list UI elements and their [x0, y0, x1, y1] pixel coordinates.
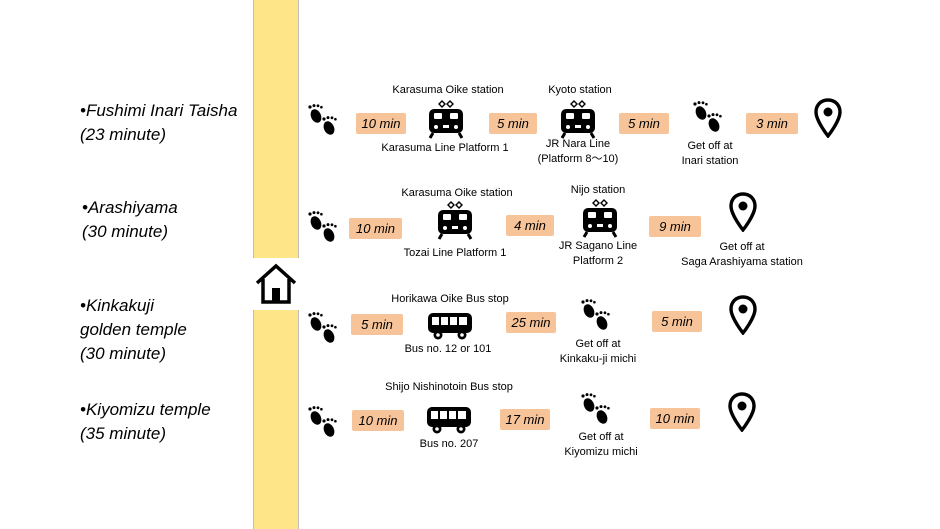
map-pin-icon: [814, 98, 842, 138]
home-marker: [250, 258, 302, 310]
destination-name: •Fushimi Inari Taisha: [80, 101, 238, 120]
destination-fushimi-inari: •Fushimi Inari Taisha (23 minute): [80, 99, 237, 147]
station-label: Karasuma Oike station: [401, 187, 513, 199]
footprints-icon: [305, 210, 341, 246]
platform-label: JR Nara Line: [545, 138, 611, 150]
map-pin-icon: [729, 295, 757, 335]
getoff-label: Get off at: [719, 241, 765, 253]
train-icon: [435, 201, 475, 241]
station-label: Nijo station: [570, 184, 626, 196]
bus-number-label: Bus no. 207: [419, 438, 479, 450]
duration-pill: 10 min: [352, 410, 404, 431]
platform-label: Tozai Line Platform 1: [403, 247, 507, 259]
station-label: Karasuma Oike station: [392, 84, 504, 96]
duration-pill: 17 min: [500, 409, 550, 430]
bus-stop-label: Shijo Nishinotoin Bus stop: [385, 381, 513, 393]
duration-pill: 5 min: [619, 113, 669, 134]
platform-label: (Platform 8～10): [537, 153, 619, 165]
platform-label: Platform 2: [572, 255, 624, 267]
duration-pill: 9 min: [649, 216, 701, 237]
duration-pill: 10 min: [349, 218, 402, 239]
destination-name-2: golden temple: [80, 320, 187, 339]
footprints-icon: [305, 311, 341, 347]
bus-icon: [425, 405, 473, 435]
map-pin-icon: [728, 392, 756, 432]
footprints-icon: [690, 100, 726, 136]
duration-pill: 10 min: [356, 113, 406, 134]
platform-label: Karasuma Line Platform 1: [381, 142, 509, 154]
getoff-label: Saga Arashiyama station: [681, 256, 803, 268]
destination-name: •Kiyomizu temple: [80, 400, 211, 419]
train-icon: [558, 100, 598, 140]
getoff-label: Get off at: [578, 431, 624, 443]
destination-time: (23 minute): [80, 125, 166, 144]
destination-time: (30 minute): [80, 344, 166, 363]
duration-pill: 5 min: [489, 113, 537, 134]
destination-time: (30 minute): [82, 222, 168, 241]
duration-pill: 5 min: [351, 314, 403, 335]
duration-pill: 10 min: [650, 408, 700, 429]
train-icon: [580, 199, 620, 239]
destination-arashiyama: •Arashiyama (30 minute): [82, 196, 178, 244]
footprints-icon: [578, 392, 614, 428]
destination-kinkakuji: •Kinkakuji golden temple (30 minute): [80, 294, 187, 366]
getoff-label: Inari station: [681, 155, 739, 167]
destination-time: (35 minute): [80, 424, 166, 443]
footprints-icon: [305, 405, 341, 441]
destination-name: •Arashiyama: [82, 198, 178, 217]
duration-pill: 4 min: [506, 215, 554, 236]
duration-pill: 3 min: [746, 113, 798, 134]
destination-kiyomizu: •Kiyomizu temple (35 minute): [80, 398, 211, 446]
bus-stop-label: Horikawa Oike Bus stop: [391, 293, 509, 305]
getoff-label: Kinkaku-ji michi: [559, 353, 637, 365]
bus-number-label: Bus no. 12 or 101: [404, 343, 492, 355]
duration-pill: 5 min: [652, 311, 702, 332]
train-icon: [426, 100, 466, 140]
house-icon: [255, 263, 297, 304]
map-pin-icon: [729, 192, 757, 232]
destination-name: •Kinkakuji: [80, 296, 154, 315]
getoff-label: Get off at: [575, 338, 621, 350]
bus-icon: [426, 311, 474, 341]
footprints-icon: [305, 103, 341, 139]
footprints-icon: [578, 298, 614, 334]
platform-label: JR Sagano Line: [558, 240, 638, 252]
getoff-label: Get off at: [687, 140, 733, 152]
station-label: Kyoto station: [548, 84, 612, 96]
duration-pill: 25 min: [506, 312, 556, 333]
getoff-label: Kiyomizu michi: [564, 446, 638, 458]
